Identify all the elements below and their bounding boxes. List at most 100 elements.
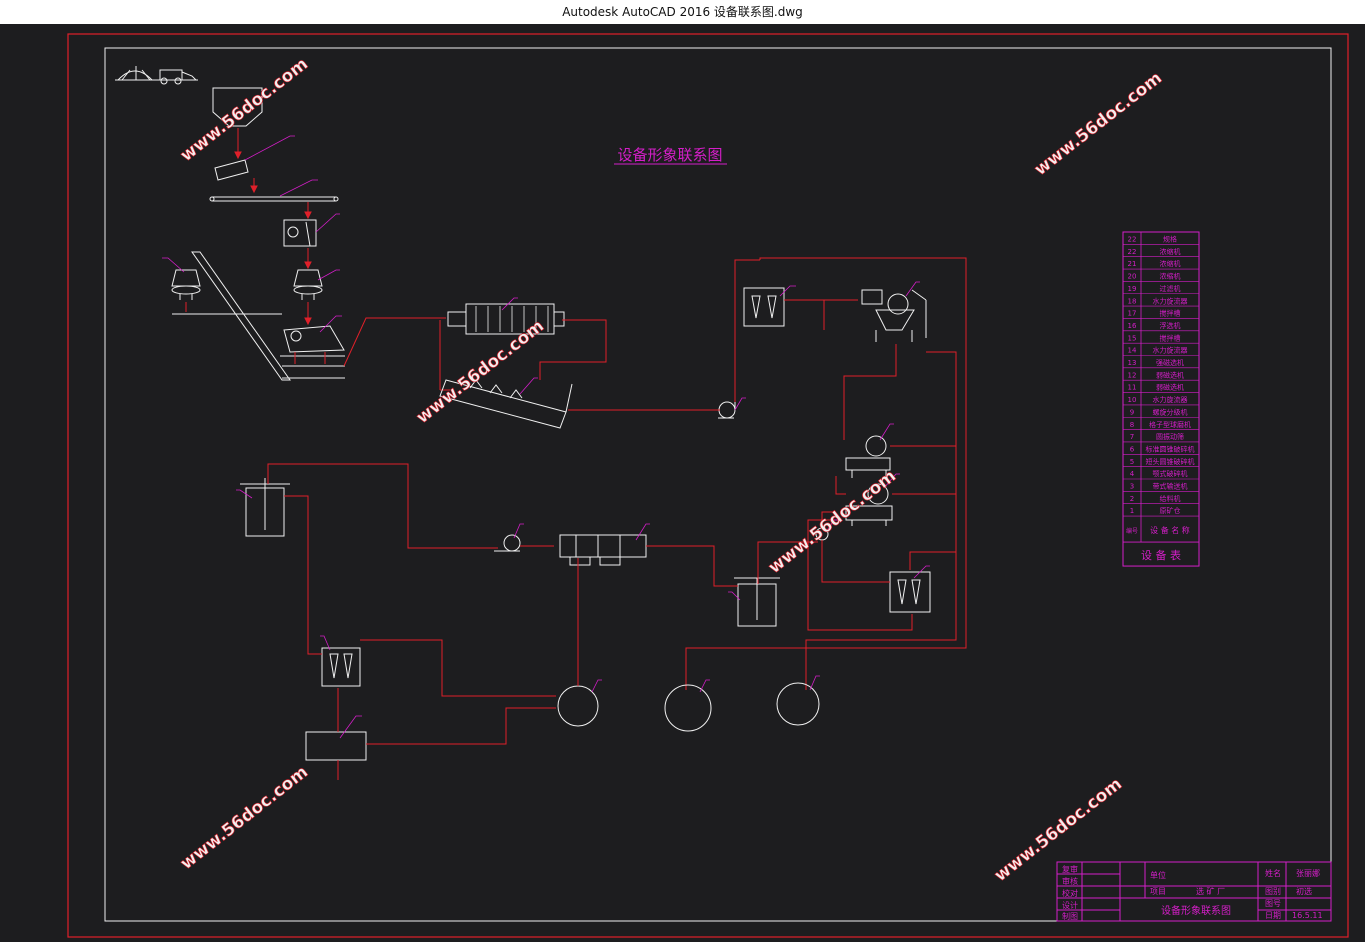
spiral-classifier [439,379,567,429]
window-title-bar: Autodesk AutoCAD 2016 设备联系图.dwg [0,0,1365,24]
tb-label-check: 校对 [1062,888,1078,898]
pump [718,401,736,419]
equipment-row-no: 11 [1128,384,1137,392]
equipment-row-no: 17 [1128,310,1137,318]
tb-number-label: 图号 [1265,899,1281,908]
equipment-row-no: 1 [1130,507,1134,515]
standard-cone-crusher [293,269,323,287]
equipment-table-top-name: 规格 [1163,235,1177,244]
equipment-row-no: 18 [1128,297,1137,305]
equipment-row-no: 3 [1130,483,1134,491]
tb-category-value: 初选 [1296,886,1312,896]
equipment-row-name: 浓缩机 [1160,259,1181,268]
tb-name-value: 张丽娜 [1296,868,1320,878]
tb-label-review: 复审 [1062,864,1078,874]
equipment-row-no: 12 [1128,371,1137,379]
flotation-cells [559,534,647,558]
equipment-row-name: 强磁选机 [1156,358,1184,367]
equipment-row-no: 14 [1128,347,1137,355]
hydrocyclone-18 [321,647,361,687]
equipment-row-name: 水力旋流器 [1153,395,1188,404]
equipment-row-name: 浓缩机 [1160,247,1181,256]
separation-section [734,287,931,627]
vibrating-screen [283,325,345,353]
tb-date-value: 16.5.11 [1292,911,1323,920]
tb-name-label: 姓名 [1265,868,1281,878]
leader-lines [162,135,930,739]
equipment-row-no: 8 [1130,421,1134,429]
equipment-table-title: 设 备 表 [1141,548,1181,562]
equipment-row-name: 螺旋分级机 [1153,407,1188,416]
watermark-1: www.56doc.com [177,54,312,166]
crushing-section [115,66,345,381]
equipment-row-name: 原矿仓 [1160,506,1181,515]
equipment-row-no: 4 [1130,470,1135,478]
crushing-flow-lines [185,128,450,391]
equipment-row-no: 16 [1128,322,1137,330]
feeder [214,159,249,181]
equipment-row-name: 过滤机 [1160,284,1181,293]
equipment-row-no: 22 [1128,248,1137,256]
flotation-section [240,478,820,761]
watermark-3: www.56doc.com [413,316,548,428]
tb-category-label: 图别 [1265,887,1281,896]
thickener-21 [664,684,712,732]
equipment-row-no: 6 [1130,445,1135,453]
drawing-canvas[interactable]: 设备形象联系图 [0,24,1365,938]
equipment-row-no: 13 [1128,359,1137,367]
equipment-row-no: 7 [1130,433,1134,441]
watermark-4: www.56doc.com [765,466,900,578]
hydrocyclone-14 [889,571,931,613]
inclined-conveyor [191,251,291,381]
jaw-crusher [283,219,317,247]
title-block [1056,861,1332,922]
pump-3 [503,534,521,552]
equipment-row-name: 带式输送机 [1153,482,1188,491]
equipment-row-no: 2 [1130,495,1134,503]
equipment-row-name: 圆振动筛 [1156,432,1184,441]
watermark-5: www.56doc.com [177,762,312,874]
grinding-flow-lines [539,257,967,690]
watermark-2: www.56doc.com [1031,68,1166,180]
tb-label-audit: 审核 [1062,876,1078,886]
grinding-section [439,303,736,429]
hydrocyclone-10 [743,287,785,327]
inner-frame [104,47,1332,922]
equipment-row-no: 10 [1128,396,1137,404]
tb-project-label: 项目 [1150,887,1166,896]
tb-label-design: 设计 [1062,900,1078,910]
main-title: 设备形象联系图 [617,146,722,164]
equipment-row-name: 浓缩机 [1160,272,1181,281]
tb-project-value: 选 矿 厂 [1196,886,1225,896]
equipment-row-no: 19 [1128,285,1137,293]
tb-date-label: 日期 [1265,911,1281,920]
short-head-cone-crusher [171,269,201,287]
watermark-6: www.56doc.com [991,774,1126,886]
equipment-table-border [1122,231,1200,567]
equipment-row-name: 标准圆锥破碎机 [1146,444,1195,453]
equipment-row-name: 水力旋流器 [1153,296,1188,305]
thickener-22 [776,682,820,726]
magnetic-separator-12 [865,435,887,457]
title-block-text: 复审 审核 校对 设计 制图 单位 项目 选 矿 厂 设备形象联系图 姓名 张丽… [1062,864,1323,921]
window-title: Autodesk AutoCAD 2016 设备联系图.dwg [562,5,803,19]
equipment-row-name: 搅拌槽 [1160,333,1181,342]
tb-unit-label: 单位 [1150,870,1166,880]
equipment-row-name: 弱磁选机 [1156,370,1184,379]
magnetic-separator-13 [867,483,889,505]
equipment-row-name: 格子型球磨机 [1149,420,1191,429]
equipment-row-no: 15 [1128,334,1137,342]
equipment-table-top-no: 22 [1128,236,1137,244]
cad-drawing[interactable]: 设备形象联系图 [0,24,1365,938]
tb-label-draw: 制图 [1062,911,1078,921]
equipment-row-name: 颚式破碎机 [1153,469,1188,478]
flotation-flow-lines [267,463,738,780]
equipment-header-name: 设 备 名 称 [1150,525,1190,535]
filter-19 [305,731,367,761]
equipment-row-name: 给料机 [1160,494,1181,503]
equipment-row-name: 搅拌槽 [1160,309,1181,318]
equipment-row-name: 水力旋流器 [1153,346,1188,355]
equipment-header-no: 编号 [1126,527,1138,535]
equipment-row-name: 浮选机 [1160,321,1181,330]
